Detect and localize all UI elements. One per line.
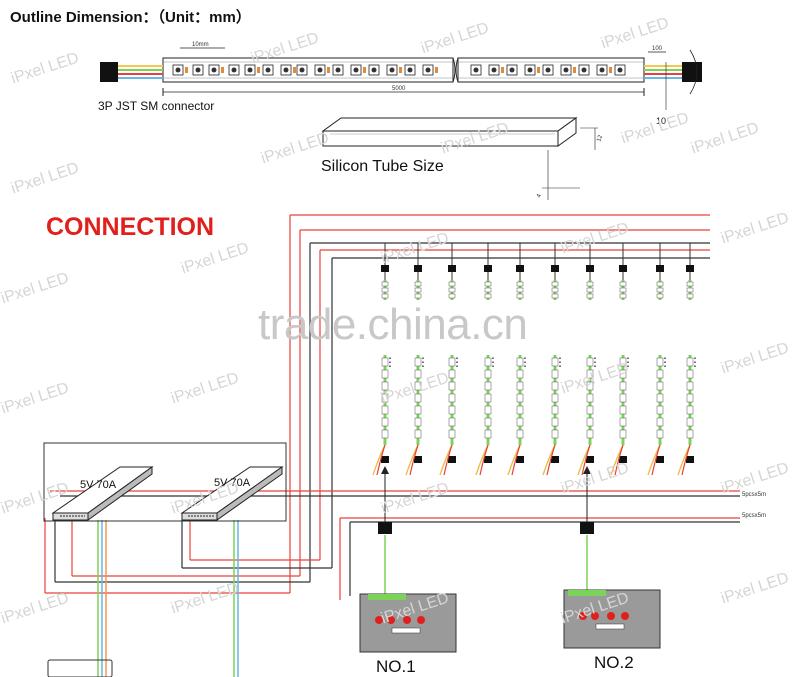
jst-connector-left <box>100 62 118 82</box>
strip-leds <box>172 64 626 76</box>
led-chip <box>192 64 204 76</box>
led-chip <box>172 64 188 76</box>
power-supply-2 <box>180 466 284 521</box>
led-chip <box>350 64 366 76</box>
led-chip <box>404 64 416 76</box>
power-supply-2-label: 5V 70A <box>214 477 251 489</box>
led-chip <box>506 64 518 76</box>
controller-1 <box>359 466 457 653</box>
dim-tube-h: 4 <box>536 193 543 199</box>
led-chip <box>560 64 576 76</box>
led-chip <box>422 64 438 76</box>
led-chip <box>296 64 308 76</box>
strip-column: ⋮ <box>372 243 396 476</box>
controller-2 <box>563 466 661 649</box>
strip-column: ⋮ <box>647 243 671 476</box>
dim-tube-w: 12 <box>596 134 604 143</box>
jst-connector-right <box>682 62 702 82</box>
chain-label-1: 5pcsx5m <box>742 492 766 498</box>
led-chip <box>470 64 482 76</box>
strip-column: ⋮ <box>542 243 566 476</box>
strip-column: ⋮ <box>439 243 463 476</box>
led-chip <box>386 64 402 76</box>
power-bus <box>44 214 740 677</box>
strip-columns: ⋮⋮⋮⋮⋮⋮⋮⋮⋮⋮ <box>372 243 701 476</box>
led-chip <box>368 64 380 76</box>
strip-column: ⋮ <box>610 243 634 476</box>
connection-title: CONNECTION <box>46 213 215 241</box>
led-chip <box>596 64 612 76</box>
power-supply-1-label: 5V 70A <box>80 479 117 491</box>
led-chip <box>262 64 274 76</box>
controller-2-label: NO.2 <box>594 653 634 672</box>
led-chip <box>314 64 330 76</box>
strip-column: ⋮ <box>475 243 499 476</box>
power-supply-1 <box>51 466 154 521</box>
dim-end: 100 <box>652 46 663 52</box>
led-chip <box>578 64 590 76</box>
dim-length: 5000 <box>392 86 406 92</box>
overlay-watermark: trade.china.cn <box>258 300 528 349</box>
led-chip <box>614 64 626 76</box>
led-chip <box>280 64 296 76</box>
led-chip <box>208 64 224 76</box>
connector-label: 3P JST SM connector <box>98 99 215 113</box>
dim-width: 10 <box>656 116 666 126</box>
strip-column: ⋮ <box>677 243 701 476</box>
tube-label: Silicon Tube Size <box>321 158 444 175</box>
led-chip <box>542 64 554 76</box>
silicon-tube: 12 4 <box>321 117 604 200</box>
strip-column: ⋮ <box>405 243 429 476</box>
controller-1-label: NO.1 <box>376 657 416 676</box>
led-chip <box>524 64 540 76</box>
strip-column: ⋮ <box>507 243 531 476</box>
led-chip <box>488 64 504 76</box>
strip-column: ⋮ <box>577 243 601 476</box>
page-title: Outline Dimension：（Unit：mm） <box>10 9 251 26</box>
led-chip <box>228 64 240 76</box>
chain-label-2: 5pcsx5m <box>742 513 766 519</box>
led-chip <box>244 64 260 76</box>
dim-pitch: 10mm <box>192 42 209 48</box>
led-chip <box>332 64 344 76</box>
